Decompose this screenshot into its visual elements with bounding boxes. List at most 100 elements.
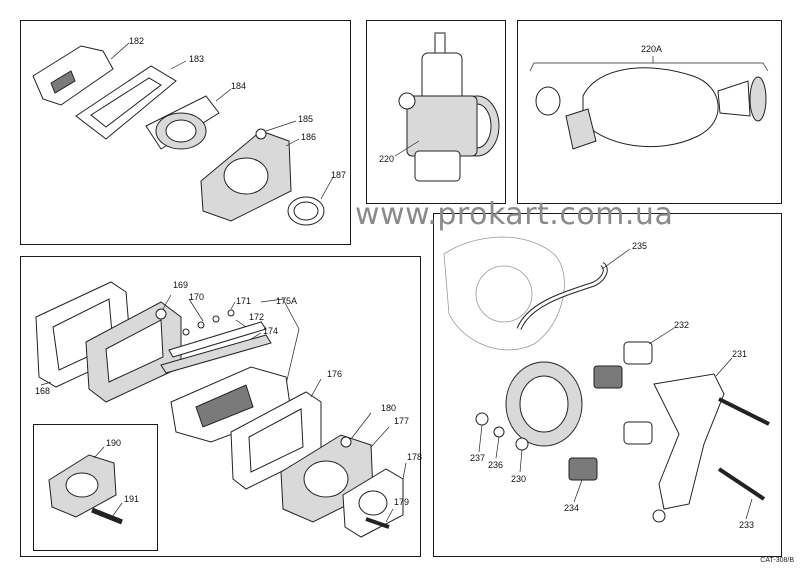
leader-232: [648, 327, 675, 345]
part-175a-window: [195, 384, 254, 428]
part-178-bore: [358, 490, 388, 516]
leader-220: [394, 140, 420, 157]
label-237: 237: [470, 453, 486, 463]
label-174: 174: [263, 326, 279, 336]
reed-inlet-drawing: [32, 42, 334, 226]
part-169-window: [105, 319, 164, 383]
leader-176: [310, 378, 322, 398]
leader-230: [519, 449, 523, 473]
carb-float-bowl: [414, 150, 461, 182]
panel-carburetor: 220: [366, 20, 506, 204]
label-178: 178: [407, 452, 423, 462]
leader-233: [745, 498, 753, 520]
label-168: 168: [35, 386, 51, 396]
leader-186: [285, 138, 300, 147]
bracket-220a: [529, 62, 769, 72]
part-169-bolt: [155, 308, 167, 320]
website-watermark: www.prokart.com.ua: [355, 197, 674, 232]
label-236: 236: [488, 460, 504, 470]
label-186: 186: [301, 132, 317, 142]
leader-190: [93, 446, 105, 459]
part-185-stud: [255, 128, 267, 140]
panel-inlet-flange-inset: 190 191: [33, 424, 158, 551]
leader-179: [385, 508, 394, 523]
part-180-nut: [340, 436, 352, 448]
label-175a: 175A: [276, 296, 298, 306]
leader-174: [250, 332, 262, 340]
part-235-hose-inner: [517, 262, 607, 330]
leader-185: [265, 120, 297, 132]
filter-body: [582, 67, 719, 148]
panel-reed-inlet-set: 182 183 184 185 186 187: [20, 20, 351, 245]
label-172: 172: [249, 312, 265, 322]
leader-178: [402, 462, 407, 480]
label-220a: 220A: [641, 44, 663, 54]
part-179-stud: [365, 517, 390, 529]
part-172-stopper: [168, 321, 267, 358]
rubber-mount-a: [593, 365, 623, 389]
label-187: 187: [331, 170, 347, 180]
label-179: 179: [394, 497, 410, 507]
label-234: 234: [564, 503, 580, 513]
part-170-screw-b: [197, 321, 205, 329]
leader-182: [110, 42, 130, 60]
part-190-bore: [65, 472, 99, 498]
panel-air-filter: 220A: [517, 20, 782, 204]
part-233-bolt-b: [717, 467, 766, 501]
panel-pump-mount: 235 232 231 237 236 230 234 233: [433, 213, 782, 557]
part-230-washer: [515, 437, 529, 451]
carburetor-drawing: [394, 32, 500, 182]
label-177: 177: [394, 416, 410, 426]
carb-fitting: [398, 92, 416, 110]
part-176-inner: [248, 408, 304, 473]
label-183: 183: [189, 54, 205, 64]
leader-236: [495, 436, 500, 459]
engine-casing-outline: [443, 236, 565, 351]
part-234-rubber-mount: [568, 457, 598, 481]
filter-clamp-ring: [535, 86, 561, 116]
leader-234: [573, 479, 583, 503]
label-235: 235: [632, 241, 648, 251]
leader-171: [230, 301, 236, 310]
label-191: 191: [124, 494, 140, 504]
label-180: 180: [381, 403, 397, 413]
panel-reed-block-set: 169 170 171 175A 172 174 168 176 180 177…: [20, 256, 423, 557]
part-184-bore: [165, 119, 197, 143]
leader-237: [478, 424, 483, 453]
air-filter-drawing: [529, 56, 769, 150]
leader-170: [188, 298, 204, 322]
part-171-screw-b: [227, 309, 235, 317]
leader-235: [601, 248, 631, 270]
leader-180: [350, 412, 372, 440]
part-174-petal: [160, 334, 272, 374]
leader-183: [170, 60, 187, 70]
label-232: 232: [674, 320, 690, 330]
part-191-stud: [91, 507, 123, 525]
catalog-code: CAT-308/B: [760, 557, 794, 564]
label-220: 220: [379, 154, 395, 164]
leader-169: [162, 294, 172, 310]
filter-end-cone: [717, 80, 751, 117]
filter-end-rim: [749, 76, 767, 122]
leader-168: [40, 381, 52, 386]
engine-casing-bore: [475, 265, 533, 323]
leader-177: [370, 426, 390, 448]
label-182: 182: [129, 36, 145, 46]
leader-187: [320, 176, 334, 200]
part-177-bore: [303, 460, 349, 498]
part-170-screw-a: [182, 328, 190, 336]
bracket-nut: [652, 509, 666, 523]
part-186-bore: [223, 157, 269, 195]
pump-mount-drawing: [443, 236, 770, 523]
bracket-175a: [260, 298, 300, 398]
leader-191: [111, 502, 123, 518]
leader-172: [235, 319, 247, 328]
part-232-spacer-b: [623, 421, 653, 445]
leader-231: [715, 357, 733, 377]
part-237-nut: [475, 412, 489, 426]
label-184: 184: [231, 81, 247, 91]
part-187-inner: [293, 201, 319, 221]
part-236-washer: [493, 426, 505, 438]
label-171: 171: [236, 296, 252, 306]
part-231-bracket: [653, 373, 725, 510]
